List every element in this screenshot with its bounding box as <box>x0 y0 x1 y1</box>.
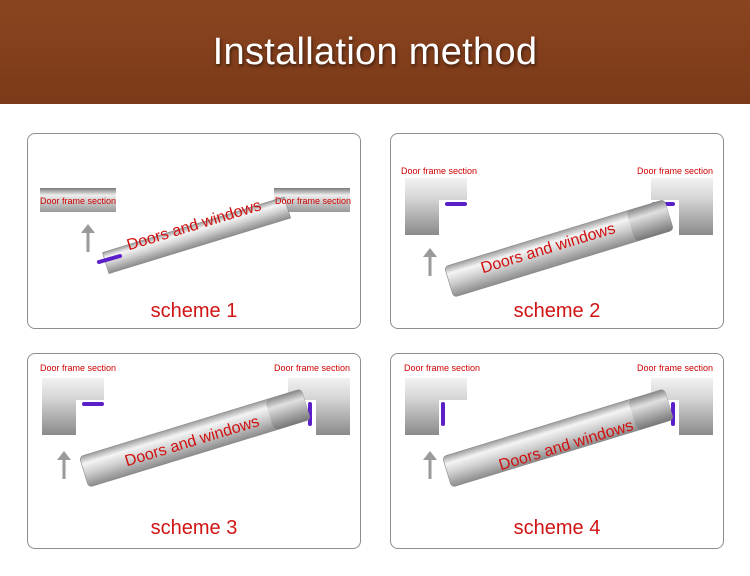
door-window-profile <box>102 196 291 274</box>
scheme-4-panel: Door frame section Door frame section Do… <box>390 353 724 549</box>
left-frame-section <box>405 178 467 235</box>
left-frame-section <box>405 378 467 435</box>
up-arrow-icon <box>57 451 71 479</box>
frame-label-right: Door frame section <box>275 196 352 206</box>
scheme-caption: scheme 4 <box>513 517 601 539</box>
frame-label-right: Door frame section <box>637 166 714 176</box>
scheme-1-diagram <box>40 188 350 274</box>
left-frame-section <box>42 378 104 435</box>
scheme-1-panel: Door frame section Door frame section Do… <box>27 133 361 329</box>
frame-label-left: Door frame section <box>401 166 478 176</box>
right-frame-section <box>651 378 713 435</box>
scheme-caption: scheme 1 <box>150 300 238 322</box>
scheme-3-panel: Door frame section Door frame section Do… <box>27 353 361 549</box>
scheme-caption: scheme 2 <box>513 300 601 322</box>
scheme-3-diagram <box>42 378 350 487</box>
right-frame-section <box>288 378 350 435</box>
page-title: Installation method <box>212 30 538 73</box>
seal-strip <box>97 254 122 264</box>
right-frame-section <box>651 178 713 235</box>
scheme-2-panel: Door frame section Door frame section Do… <box>390 133 724 329</box>
frame-label-left: Door frame section <box>404 363 481 373</box>
scheme-caption: scheme 3 <box>150 517 238 539</box>
scheme-4-diagram <box>405 378 713 487</box>
left-frame-bar <box>40 188 116 212</box>
up-arrow-icon <box>423 248 437 276</box>
scheme-2-diagram <box>405 178 713 297</box>
door-window-profile <box>443 389 673 487</box>
up-arrow-icon <box>423 451 437 479</box>
frame-label-right: Door frame section <box>274 363 351 373</box>
frame-label-left: Door frame section <box>40 363 117 373</box>
frame-label-left: Door frame section <box>40 196 117 206</box>
header-banner: Installation method <box>0 0 750 104</box>
frame-label-right: Door frame section <box>637 363 714 373</box>
door-window-profile <box>445 200 673 297</box>
door-window-profile <box>80 389 310 487</box>
up-arrow-icon <box>81 224 95 252</box>
